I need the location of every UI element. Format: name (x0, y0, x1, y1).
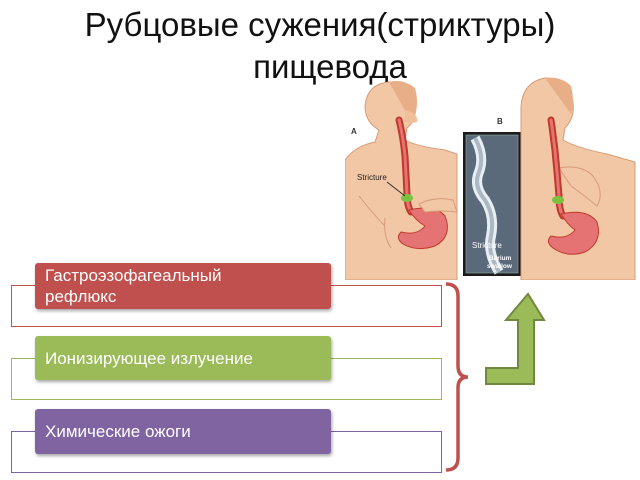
cause-radiation-label: Ионизирующее излучение (45, 348, 253, 368)
cause-reflux-line-2: рефлюкс (45, 287, 117, 306)
xray-caption-line-2: swallow (487, 263, 513, 270)
figure-b: B (497, 77, 636, 280)
xray-caption-line-1: Barium (489, 255, 512, 262)
stricture-label-a: Stricture (357, 173, 387, 182)
title-line-1: Рубцовые сужения(стриктуры) (84, 6, 556, 43)
stricture-label-b: Stricture (472, 241, 502, 250)
esophagus-stricture-illustration: A Stricture Stricture Barium swallow B (345, 77, 636, 280)
title-line-2: пищевода (253, 48, 407, 85)
barium-xray: Stricture Barium swallow (463, 132, 521, 276)
cause-chemical-label: Химические ожоги (45, 422, 191, 441)
panel-a-letter: A (351, 127, 357, 136)
cause-radiation: Ионизирующее излучение (35, 336, 331, 380)
cause-chemical: Химические ожоги (35, 409, 331, 454)
slide-title: Рубцовые сужения(стриктуры) пищевода (30, 4, 630, 88)
figure-a: A Stricture (345, 80, 458, 280)
cause-reflux-line-1: Гастроэзофагеальный (45, 266, 222, 285)
grouping-bracket (445, 282, 469, 472)
cause-reflux: Гастроэзофагеальный рефлюкс (35, 263, 331, 309)
bent-up-arrow-icon (485, 292, 546, 385)
panel-b-letter: B (497, 117, 503, 126)
